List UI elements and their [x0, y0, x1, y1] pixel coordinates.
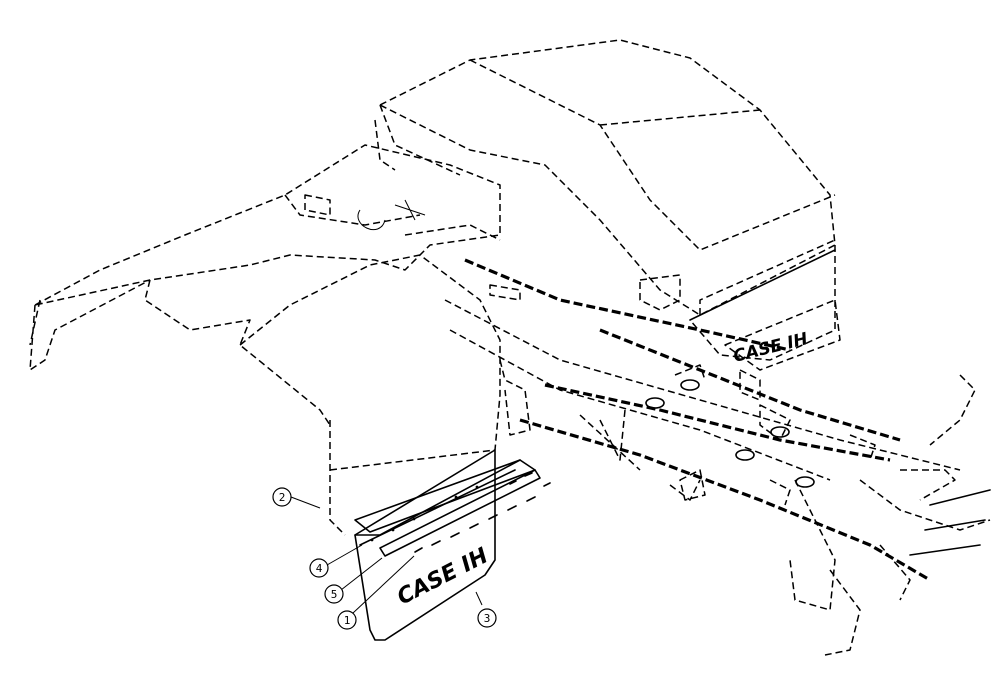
- bolts-part: [414, 472, 551, 553]
- svg-text:5: 5: [331, 588, 338, 601]
- callout-4: 4: [309, 544, 363, 578]
- svg-text:3: 3: [484, 612, 491, 625]
- svg-text:2: 2: [279, 491, 286, 504]
- rear-fender-assembly: [374, 39, 836, 361]
- callout-2: 2: [272, 487, 321, 509]
- rear-panel-logo: CASE IH: [731, 329, 810, 367]
- callout-5: 5: [324, 557, 383, 604]
- svg-text:1: 1: [344, 614, 351, 627]
- clamp-bar-part: [379, 469, 541, 557]
- front-fender: [29, 144, 501, 536]
- rear-mudflap: CASE IH: [724, 299, 841, 371]
- svg-text:4: 4: [316, 562, 323, 575]
- callout-3: 3: [475, 591, 497, 628]
- frame-brackets: [645, 364, 876, 506]
- chassis-frame: [444, 258, 991, 656]
- callout-1: 1: [337, 555, 415, 630]
- mounting-strip-part: [354, 459, 536, 533]
- mudflap-logo: CASE IH: [393, 543, 492, 610]
- mud-flap-part: CASE IH: [354, 449, 521, 641]
